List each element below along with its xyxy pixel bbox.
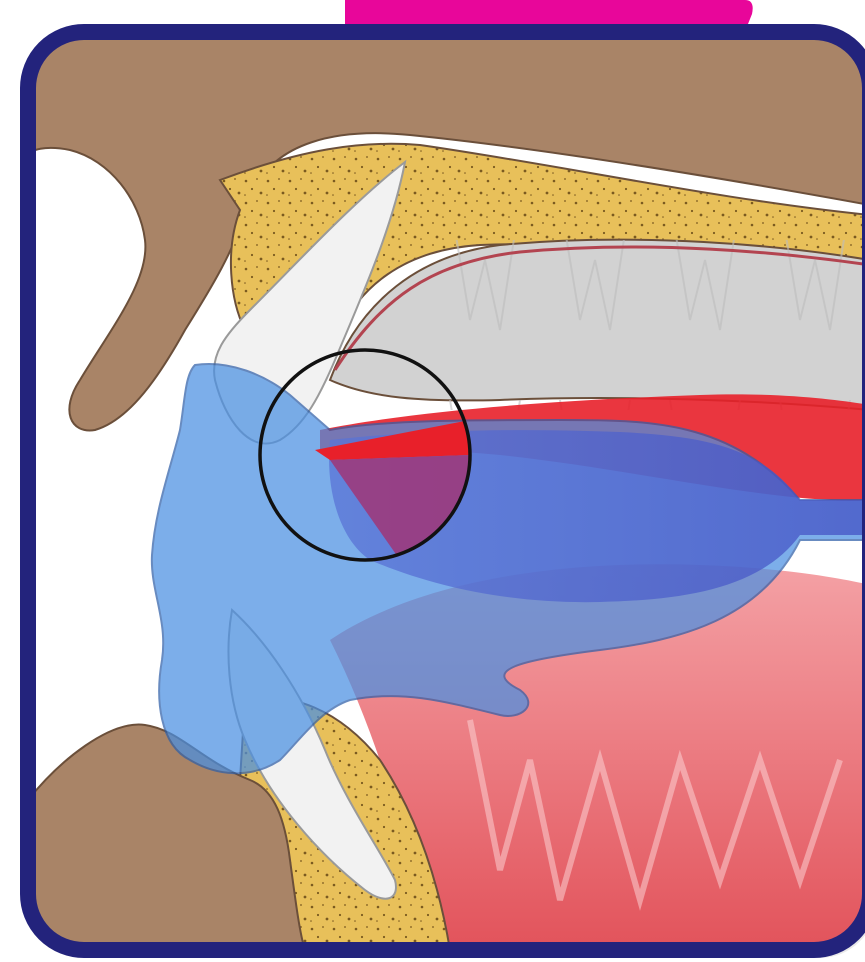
upper-molars (430, 240, 865, 410)
pink-tab (345, 0, 753, 24)
